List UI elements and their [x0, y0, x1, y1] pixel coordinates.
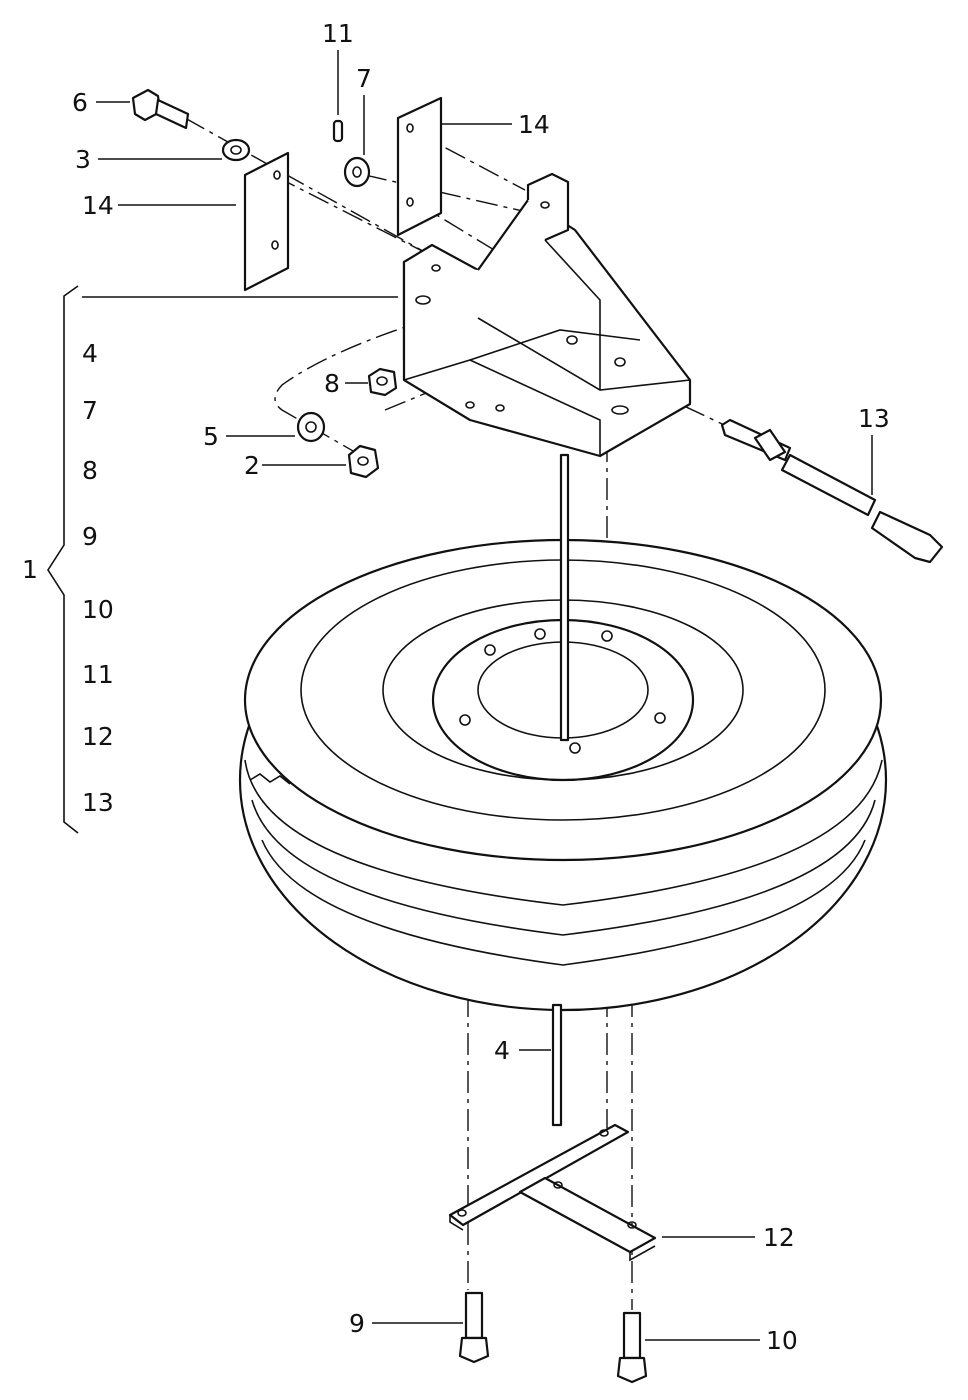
washer-7: 7: [343, 64, 372, 188]
kit-list-item: 4: [82, 339, 98, 368]
nut-2: 2: [244, 444, 380, 480]
washer-5: 5: [203, 411, 326, 451]
kit-brace: 1: [22, 285, 398, 834]
callout-1: 1: [22, 555, 38, 584]
bolt-6: 6: [72, 88, 190, 130]
shim-plate-right: 14: [396, 96, 550, 237]
kit-list-item: 13: [82, 788, 114, 817]
callout-14-left: 14: [82, 191, 114, 220]
callout-8: 8: [324, 369, 340, 398]
washer-3: 3: [75, 138, 251, 174]
callout-6: 6: [72, 88, 88, 117]
callout-4: 4: [494, 1036, 510, 1065]
kit-list: 4 7 8 9 10 11 12 13: [82, 339, 114, 817]
nut-8: 8: [324, 367, 398, 398]
callout-9: 9: [349, 1309, 365, 1338]
crank-rod: 13: [720, 404, 944, 564]
callout-2: 2: [244, 451, 260, 480]
kit-list-item: 12: [82, 722, 114, 751]
callout-7: 7: [356, 64, 372, 93]
shim-plate-left: 14: [82, 151, 290, 292]
kit-list-item: 11: [82, 660, 114, 689]
callout-3: 3: [75, 145, 91, 174]
kit-list-item: 10: [82, 595, 114, 624]
kit-list-item: 9: [82, 522, 98, 551]
callout-5: 5: [203, 422, 219, 451]
cross-plate: 12: [448, 1123, 795, 1262]
callout-14-right: 14: [518, 110, 550, 139]
kit-list-item: 8: [82, 456, 98, 485]
threaded-rod: 4: [494, 453, 570, 1127]
bracket: [402, 172, 692, 458]
kit-list-item: 7: [82, 396, 98, 425]
bolt-9: 9: [349, 1291, 490, 1364]
callout-11: 11: [322, 19, 354, 48]
bolt-10: 10: [616, 1311, 798, 1384]
callout-10: 10: [766, 1326, 798, 1355]
pin-11: 11: [322, 19, 354, 143]
callout-12: 12: [763, 1223, 795, 1252]
callout-13: 13: [858, 404, 890, 433]
